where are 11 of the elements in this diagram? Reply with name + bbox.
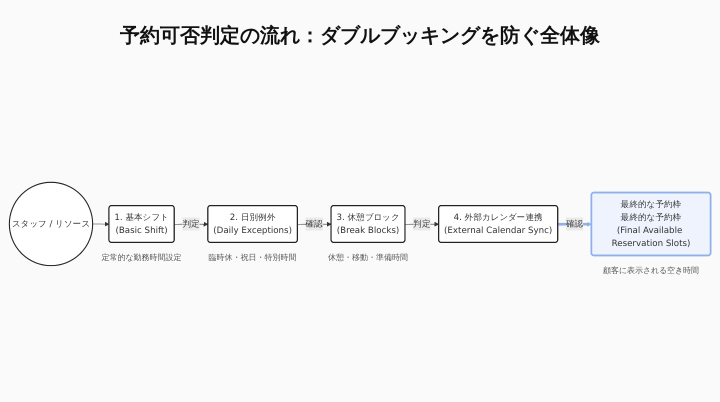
node-caption: 臨時休・祝日・特別時間 bbox=[208, 252, 297, 264]
edge-label: 判定 bbox=[182, 218, 200, 229]
node-caption: 休憩・移動・準備時間 bbox=[328, 252, 408, 264]
arrow bbox=[92, 222, 110, 227]
edge-label: 確認 bbox=[566, 218, 584, 229]
node-caption: 定常的な勤務時間設定 bbox=[102, 252, 182, 264]
node-caption: 顧客に表示される空き時間 bbox=[602, 265, 699, 276]
edge-label: 判定 bbox=[413, 218, 430, 229]
edge-label: 確認 bbox=[306, 218, 323, 229]
node-circle: スタッフ / リソース bbox=[8, 182, 94, 266]
title: 予約可否判定の流れ：ダブルブッキングを防ぐ全体像 bbox=[119, 22, 601, 49]
